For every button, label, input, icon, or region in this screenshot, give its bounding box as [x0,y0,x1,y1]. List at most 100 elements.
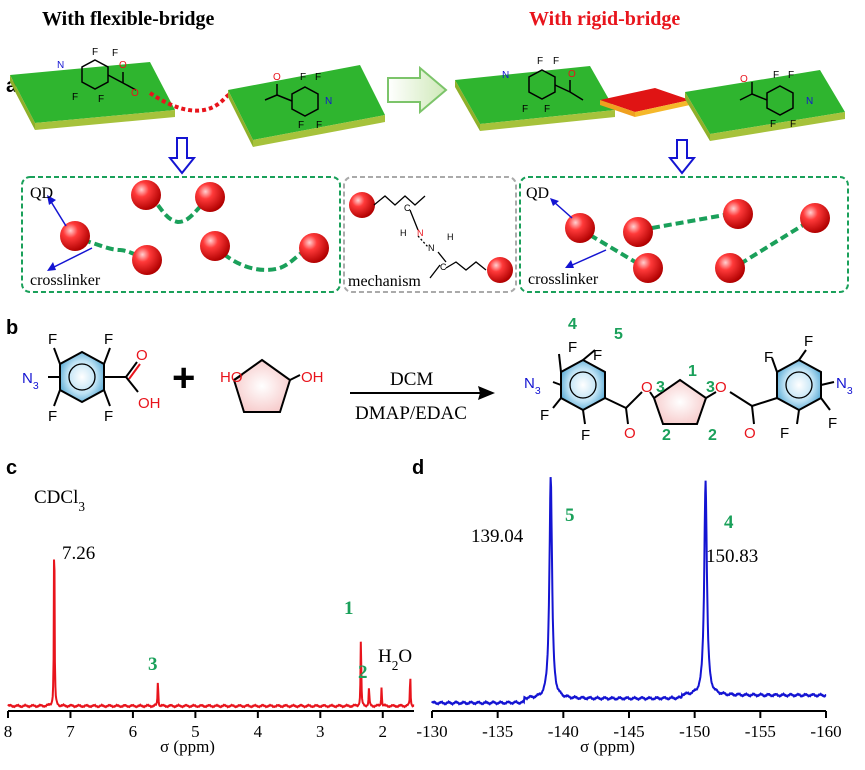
acid-f: F [104,408,113,425]
quantum-dot [715,253,745,283]
water-label: H2O [378,646,412,673]
quantum-dot [800,203,830,233]
product-label-1: 1 [688,363,697,380]
qd-label-right: QD [526,185,549,202]
x-tick-label: -130 [416,722,447,741]
product-f: F [593,347,602,364]
panel-d-label: d [412,457,424,479]
quantum-dot [723,199,753,229]
atom-label: F [537,56,543,67]
acid-f: F [48,331,57,348]
title-flexible-bridge: With flexible-bridge [42,8,215,30]
product-o: O [715,379,727,396]
atom-label: F [112,48,118,59]
quantum-dot [623,217,653,247]
atom-label: O [119,60,127,71]
mechanism-label: mechanism [348,273,421,290]
pointer-arrow [553,201,573,219]
flexible-linkers [82,194,313,272]
product-o: O [624,425,636,442]
quantum-dot [487,257,513,283]
shift-4: 150.83 [706,546,758,567]
substrate-slab [228,65,385,147]
mech-atom: C [440,262,447,272]
molecule-sketch [264,84,319,117]
product-f: F [764,349,773,366]
peak-label-1: 1 [344,598,354,619]
atom-label: N [502,70,509,81]
mech-atom: N [428,243,435,253]
x-tick-label: -150 [679,722,710,741]
product-f: F [568,339,577,356]
quantum-dot [633,253,663,283]
product-f: F [804,333,813,350]
atom-label: F [315,72,321,83]
substrate-slab [10,62,175,130]
atom-label: F [316,120,322,131]
quantum-dot [131,180,161,210]
x-axis-label-c: σ (ppm) [160,737,215,756]
down-arrow [167,137,197,175]
atom-label: F [72,92,78,103]
acid-molecule: F F F F N3 O OH [22,331,161,425]
x-tick-label: 2 [379,722,388,741]
mechanism-box [343,176,517,293]
quantum-dot [60,221,90,251]
pointer-arrowhead [565,260,574,268]
molecule-sketch [739,82,794,116]
product-f: F [581,427,590,444]
product-label-5: 5 [614,326,623,343]
rigid-bridge [600,88,690,117]
panel-d: d -130-135-140-145-150-155-160 139.04 5 … [412,457,842,756]
quantum-dot [349,192,375,218]
mech-atom: N [417,228,424,238]
product-o: O [744,425,756,442]
acid-f: F [104,331,113,348]
molecule-sketch [81,59,137,91]
quantum-dot [299,233,329,263]
mechanism-chain [373,195,487,279]
atom-label: F [773,70,779,81]
quantum-dot [195,182,225,212]
product-f: F [780,425,789,442]
x-tick-label: -160 [810,722,841,741]
mech-atom: H [447,232,454,242]
peak-label-4: 4 [724,512,734,533]
crosslinker-label-left: crosslinker [30,272,101,289]
x-tick-label: -155 [745,722,776,741]
acid-f: F [48,408,57,425]
x-tick-label: -145 [613,722,644,741]
atom-label: F [92,47,98,58]
acid-oh: OH [138,395,161,412]
spectrum-line-c [7,559,415,709]
panel-b: b F F F F N3 O OH [6,316,853,444]
atom-label: F [770,119,776,130]
molecule-sketch [528,69,584,101]
panel-a: a With flexible-bridge With rigid-bridge… [6,8,849,293]
atom-label: O [273,72,281,83]
down-arrow [667,139,697,175]
product-f: F [540,407,549,424]
atom-label: N [57,60,64,71]
panel-c-label: c [6,457,17,479]
product-label-2a: 2 [662,427,671,444]
reagent-bottom: DMAP/EDAC [355,403,467,424]
solvent-label: CDCl3 [34,487,85,514]
shift-5: 139.04 [471,526,524,547]
plus-sign: + [172,356,195,400]
substrate-slab [685,70,845,141]
atom-label: F [98,94,104,105]
x-tick-label: 5 [191,722,200,741]
product-label-3a: 3 [656,379,665,396]
reagent-top: DCM [390,369,433,390]
mech-atom: C [404,203,411,213]
reaction-arrowhead [478,386,495,400]
x-axis-label-d: σ (ppm) [580,737,635,756]
atom-label: F [544,104,550,115]
acid-o: O [136,347,148,364]
atom-label: O [740,74,748,85]
x-tick-label: 3 [316,722,325,741]
